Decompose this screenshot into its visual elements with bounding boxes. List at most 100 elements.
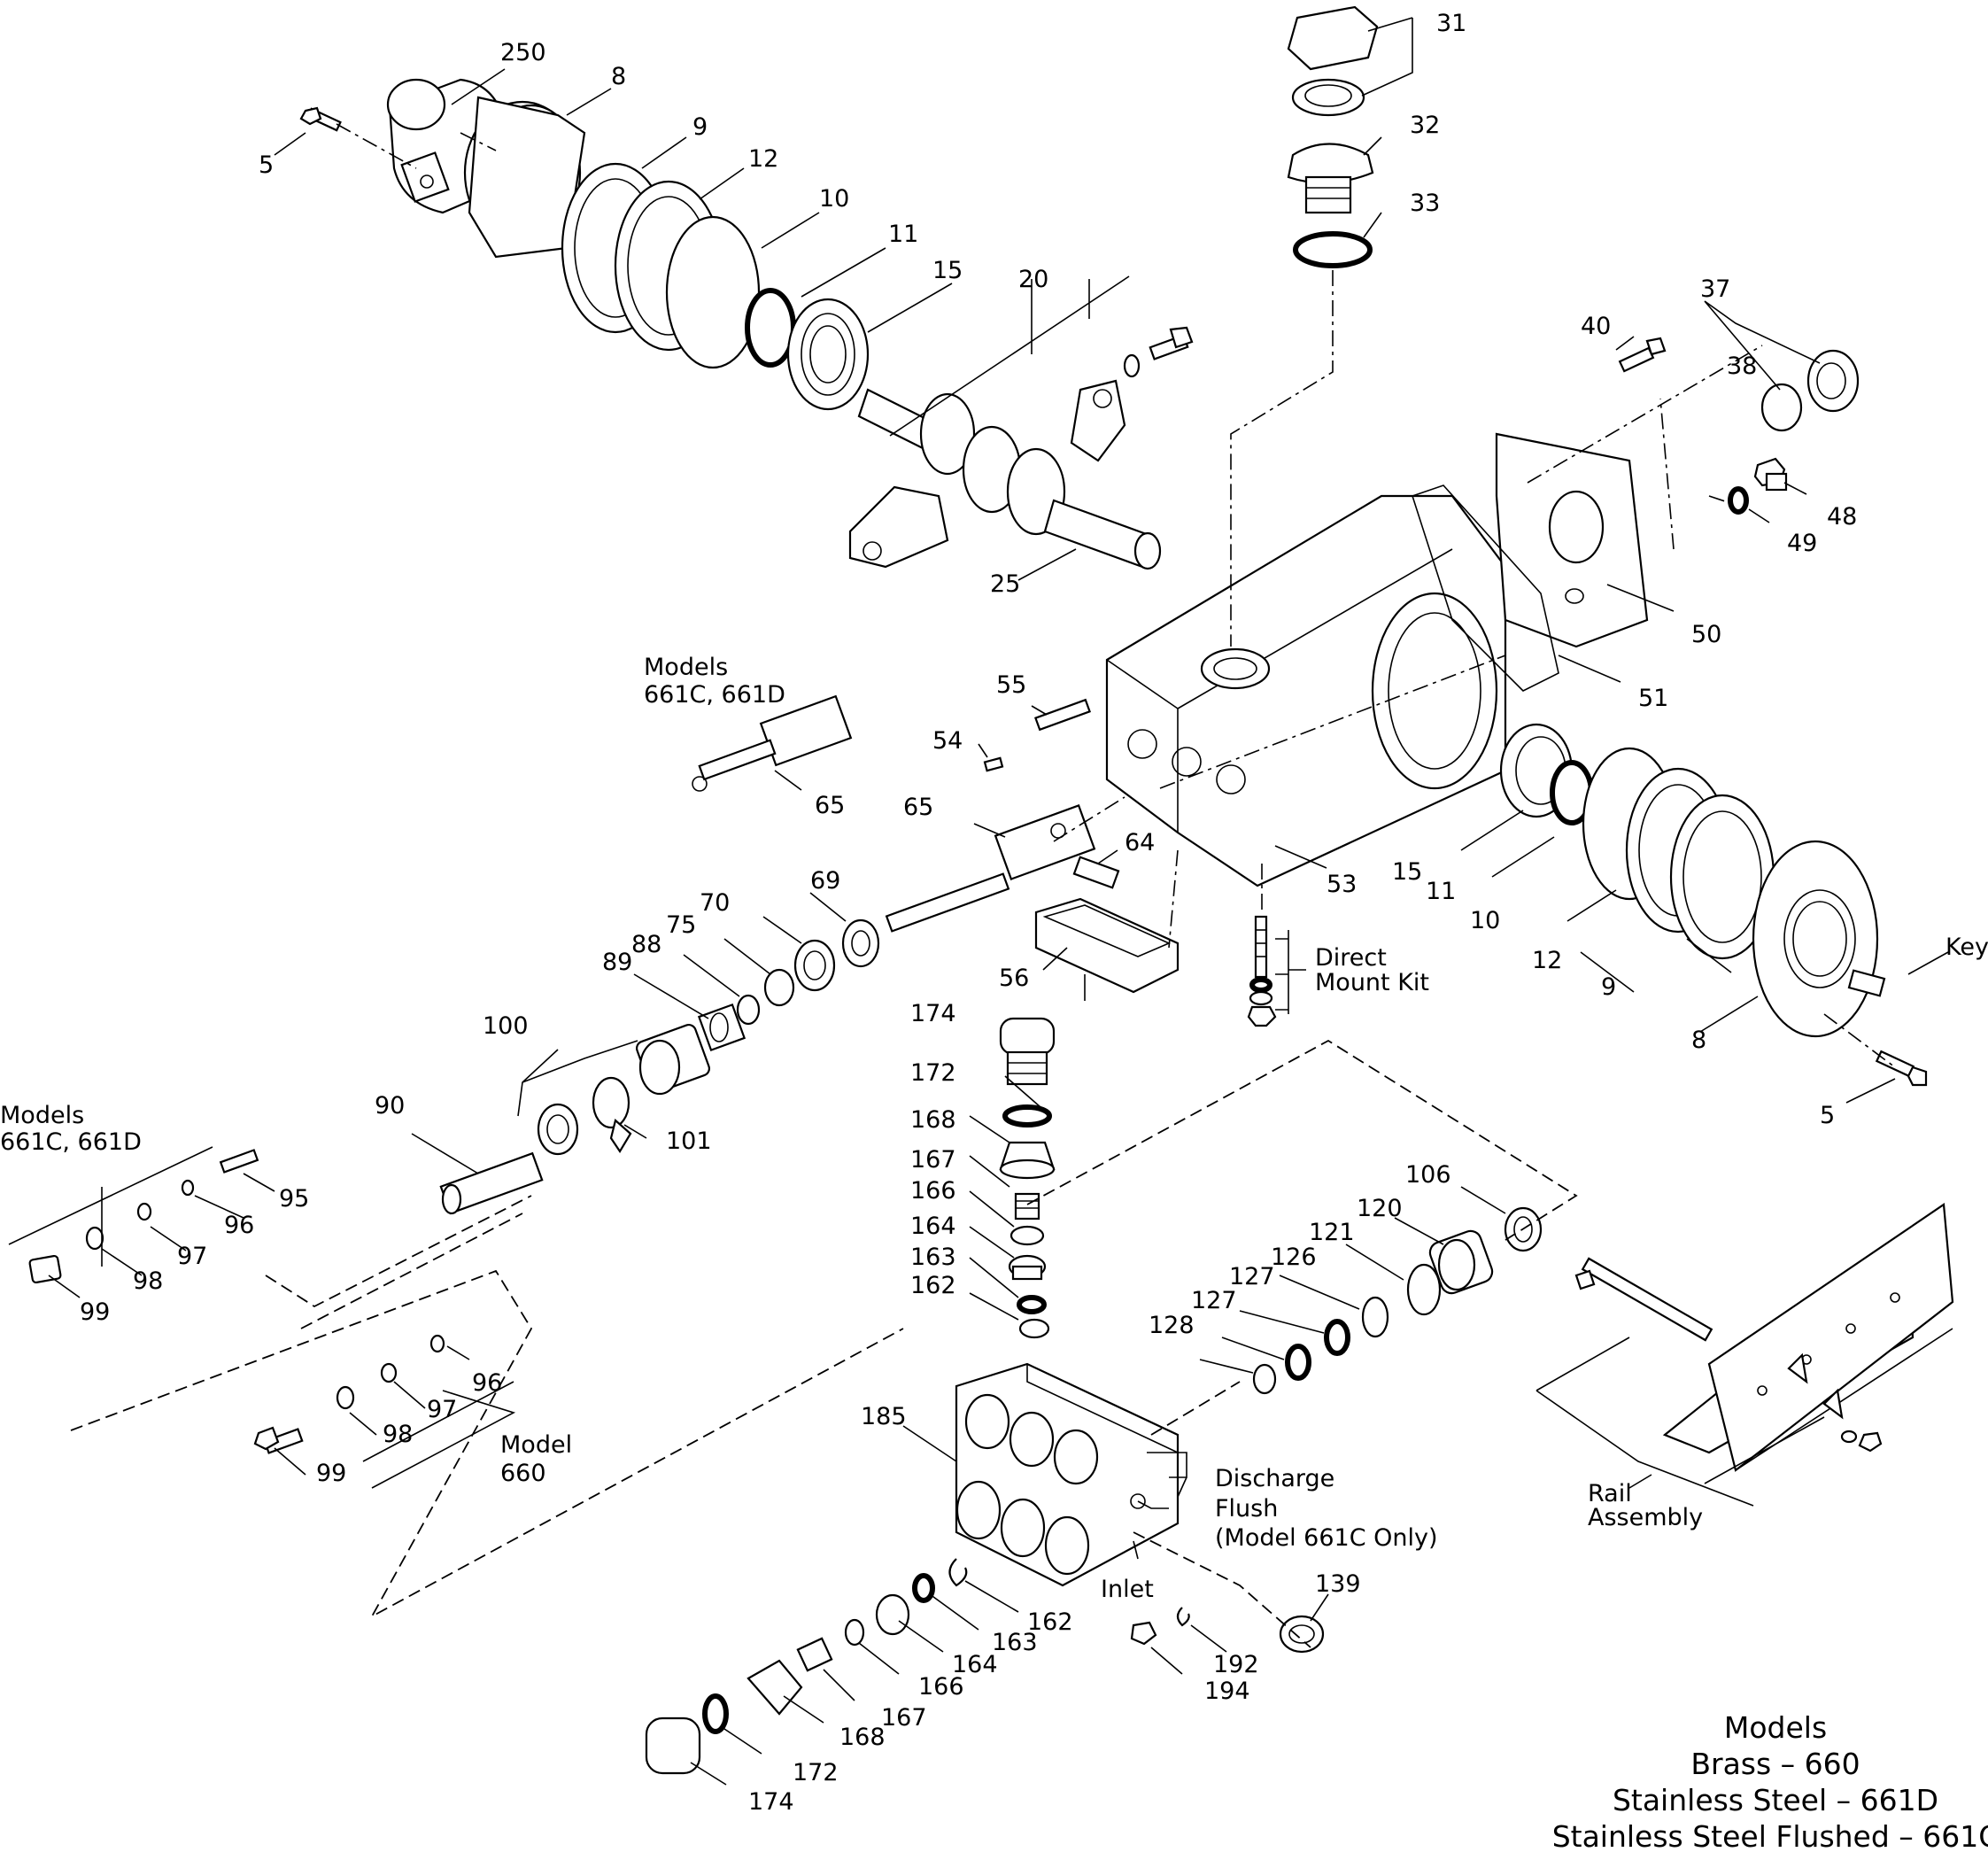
plunger-rod-65 (885, 804, 1096, 933)
label-101: 101 (666, 1127, 712, 1155)
valve-plug-174-top (999, 1017, 1056, 1086)
models-top-line2: 661C, 661D (644, 681, 785, 709)
label-127-a: 127 (1229, 1263, 1275, 1290)
spring-167-bottom (796, 1637, 833, 1672)
label-flush-note: (Model 661C Only) (1215, 1524, 1438, 1552)
ring-192 (1176, 1607, 1190, 1627)
label-172-top: 172 (910, 1059, 956, 1087)
retainer-101 (592, 1076, 632, 1154)
label-key: Key (1945, 934, 1988, 961)
label-65: 65 (815, 792, 845, 819)
label-168-top: 168 (910, 1106, 956, 1134)
rail-assembly-line2: Assembly (1588, 1504, 1703, 1531)
ring-128 (1252, 1363, 1277, 1395)
label-discharge: Discharge (1215, 1465, 1334, 1492)
label-192: 192 (1213, 1651, 1259, 1678)
seat-164-bottom (875, 1593, 910, 1636)
valve-plug-174-bottom (645, 1716, 701, 1775)
legend-title: Models (1724, 1710, 1827, 1745)
model-660-line2: 660 (500, 1460, 546, 1487)
label-54: 54 (932, 727, 963, 755)
nut-194 (1130, 1621, 1157, 1646)
label-55: 55 (996, 671, 1026, 699)
label-163-top: 163 (910, 1244, 956, 1271)
plug-48 (1753, 457, 1788, 492)
label-99-660: 99 (316, 1460, 346, 1487)
label-99: 99 (80, 1298, 110, 1326)
label-flush: Flush (1215, 1495, 1278, 1523)
direct-mount-kit (1247, 915, 1277, 1027)
part-labels: 250 8 5 9 12 10 11 15 20 25 31 32 33 37 … (80, 10, 1988, 1816)
stud-55 (1034, 698, 1091, 732)
label-95: 95 (279, 1185, 309, 1213)
oring-10-top (665, 215, 761, 369)
gasket-38 (1760, 383, 1803, 432)
models-left-line2: 661C, 661D (0, 1128, 142, 1156)
label-75: 75 (666, 911, 696, 939)
label-139: 139 (1315, 1570, 1361, 1598)
connecting-rods-20 (848, 379, 1126, 569)
label-12-right: 12 (1532, 947, 1562, 974)
label-11: 11 (888, 221, 918, 248)
label-98: 98 (133, 1267, 163, 1295)
manifold-185 (955, 1362, 1180, 1587)
label-98-660: 98 (383, 1421, 413, 1448)
bearing-flange-8-top (463, 96, 586, 259)
crankcase (1105, 494, 1507, 887)
bearing-15-top (786, 298, 870, 411)
seal-case (537, 1103, 579, 1156)
crankcase-cover-50 (1495, 432, 1649, 648)
label-128: 128 (1149, 1312, 1195, 1339)
label-33: 33 (1410, 190, 1440, 217)
rail-assembly-line1: Rail (1588, 1480, 1632, 1507)
seal-89 (697, 1003, 746, 1052)
label-168-bottom: 168 (839, 1724, 886, 1751)
label-172-bottom: 172 (793, 1759, 839, 1786)
label-90: 90 (375, 1092, 405, 1120)
label-174-top: 174 (910, 1000, 956, 1027)
label-166-bottom: 166 (918, 1673, 964, 1701)
ring-75 (763, 968, 795, 1007)
valve-cage-168-bottom (746, 1659, 803, 1716)
label-163-bottom: 163 (992, 1629, 1038, 1656)
label-127-b: 127 (1191, 1287, 1237, 1314)
label-8-right: 8 (1691, 1027, 1706, 1054)
pin-64 (1072, 856, 1120, 889)
label-9-right: 9 (1601, 973, 1616, 1001)
label-106: 106 (1405, 1161, 1451, 1189)
legend-line-stainless: Stainless Steel – 661D (1613, 1783, 1938, 1817)
oring-121 (1406, 1263, 1442, 1316)
ring-69 (841, 918, 880, 968)
label-10-right: 10 (1470, 907, 1500, 934)
label-5: 5 (259, 151, 274, 179)
models-top-line1: Models (644, 654, 728, 681)
valve-166-top (1009, 1225, 1045, 1246)
label-11-right: 11 (1426, 878, 1456, 905)
rail-assembly (1574, 1203, 1954, 1472)
label-88: 88 (631, 931, 661, 958)
label-120: 120 (1357, 1195, 1403, 1222)
guide-lines (70, 123, 1896, 1648)
leader-lines (8, 17, 1949, 1786)
label-64: 64 (1125, 829, 1155, 856)
spring-167-top (1014, 1192, 1040, 1220)
label-96-660: 96 (472, 1369, 502, 1397)
kit-661-parts (28, 1149, 259, 1284)
bearing-flange-8-right (1752, 840, 1879, 1038)
label-20: 20 (1018, 266, 1048, 293)
label-51: 51 (1638, 685, 1668, 712)
ring-162-top (1018, 1318, 1050, 1339)
label-100: 100 (483, 1012, 529, 1040)
ring-162-bottom (948, 1558, 968, 1587)
label-174-bottom: 174 (748, 1788, 794, 1816)
label-40: 40 (1581, 313, 1611, 340)
legend-line-flushed: Stainless Steel Flushed – 661C (1552, 1819, 1988, 1852)
legend-line-brass: Brass – 660 (1690, 1747, 1860, 1781)
label-8: 8 (611, 63, 626, 90)
label-37: 37 (1700, 275, 1730, 303)
label-96: 96 (224, 1212, 254, 1239)
label-5-right: 5 (1820, 1102, 1835, 1129)
seal-127-a (1324, 1319, 1350, 1356)
label-167-top: 167 (910, 1146, 956, 1174)
oring-49 (1728, 486, 1749, 515)
